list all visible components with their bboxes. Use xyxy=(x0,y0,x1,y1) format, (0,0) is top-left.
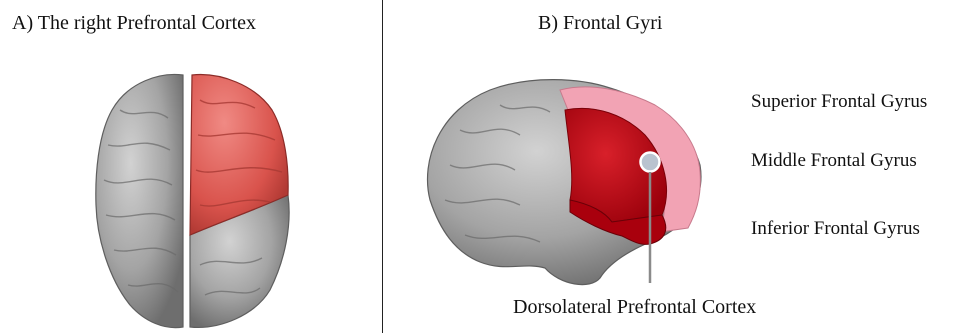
brain-top-view xyxy=(96,74,289,327)
label-superior-frontal-gyrus: Superior Frontal Gyrus xyxy=(751,92,927,111)
dlpfc-marker xyxy=(641,153,660,172)
label-inferior-frontal-gyrus: Inferior Frontal Gyrus xyxy=(751,219,920,238)
label-middle-frontal-gyrus: Middle Frontal Gyrus xyxy=(751,151,917,170)
brain-lateral-view xyxy=(428,80,701,285)
label-dorsolateral-prefrontal-cortex: Dorsolateral Prefrontal Cortex xyxy=(513,297,756,317)
left-hemisphere xyxy=(96,74,183,327)
